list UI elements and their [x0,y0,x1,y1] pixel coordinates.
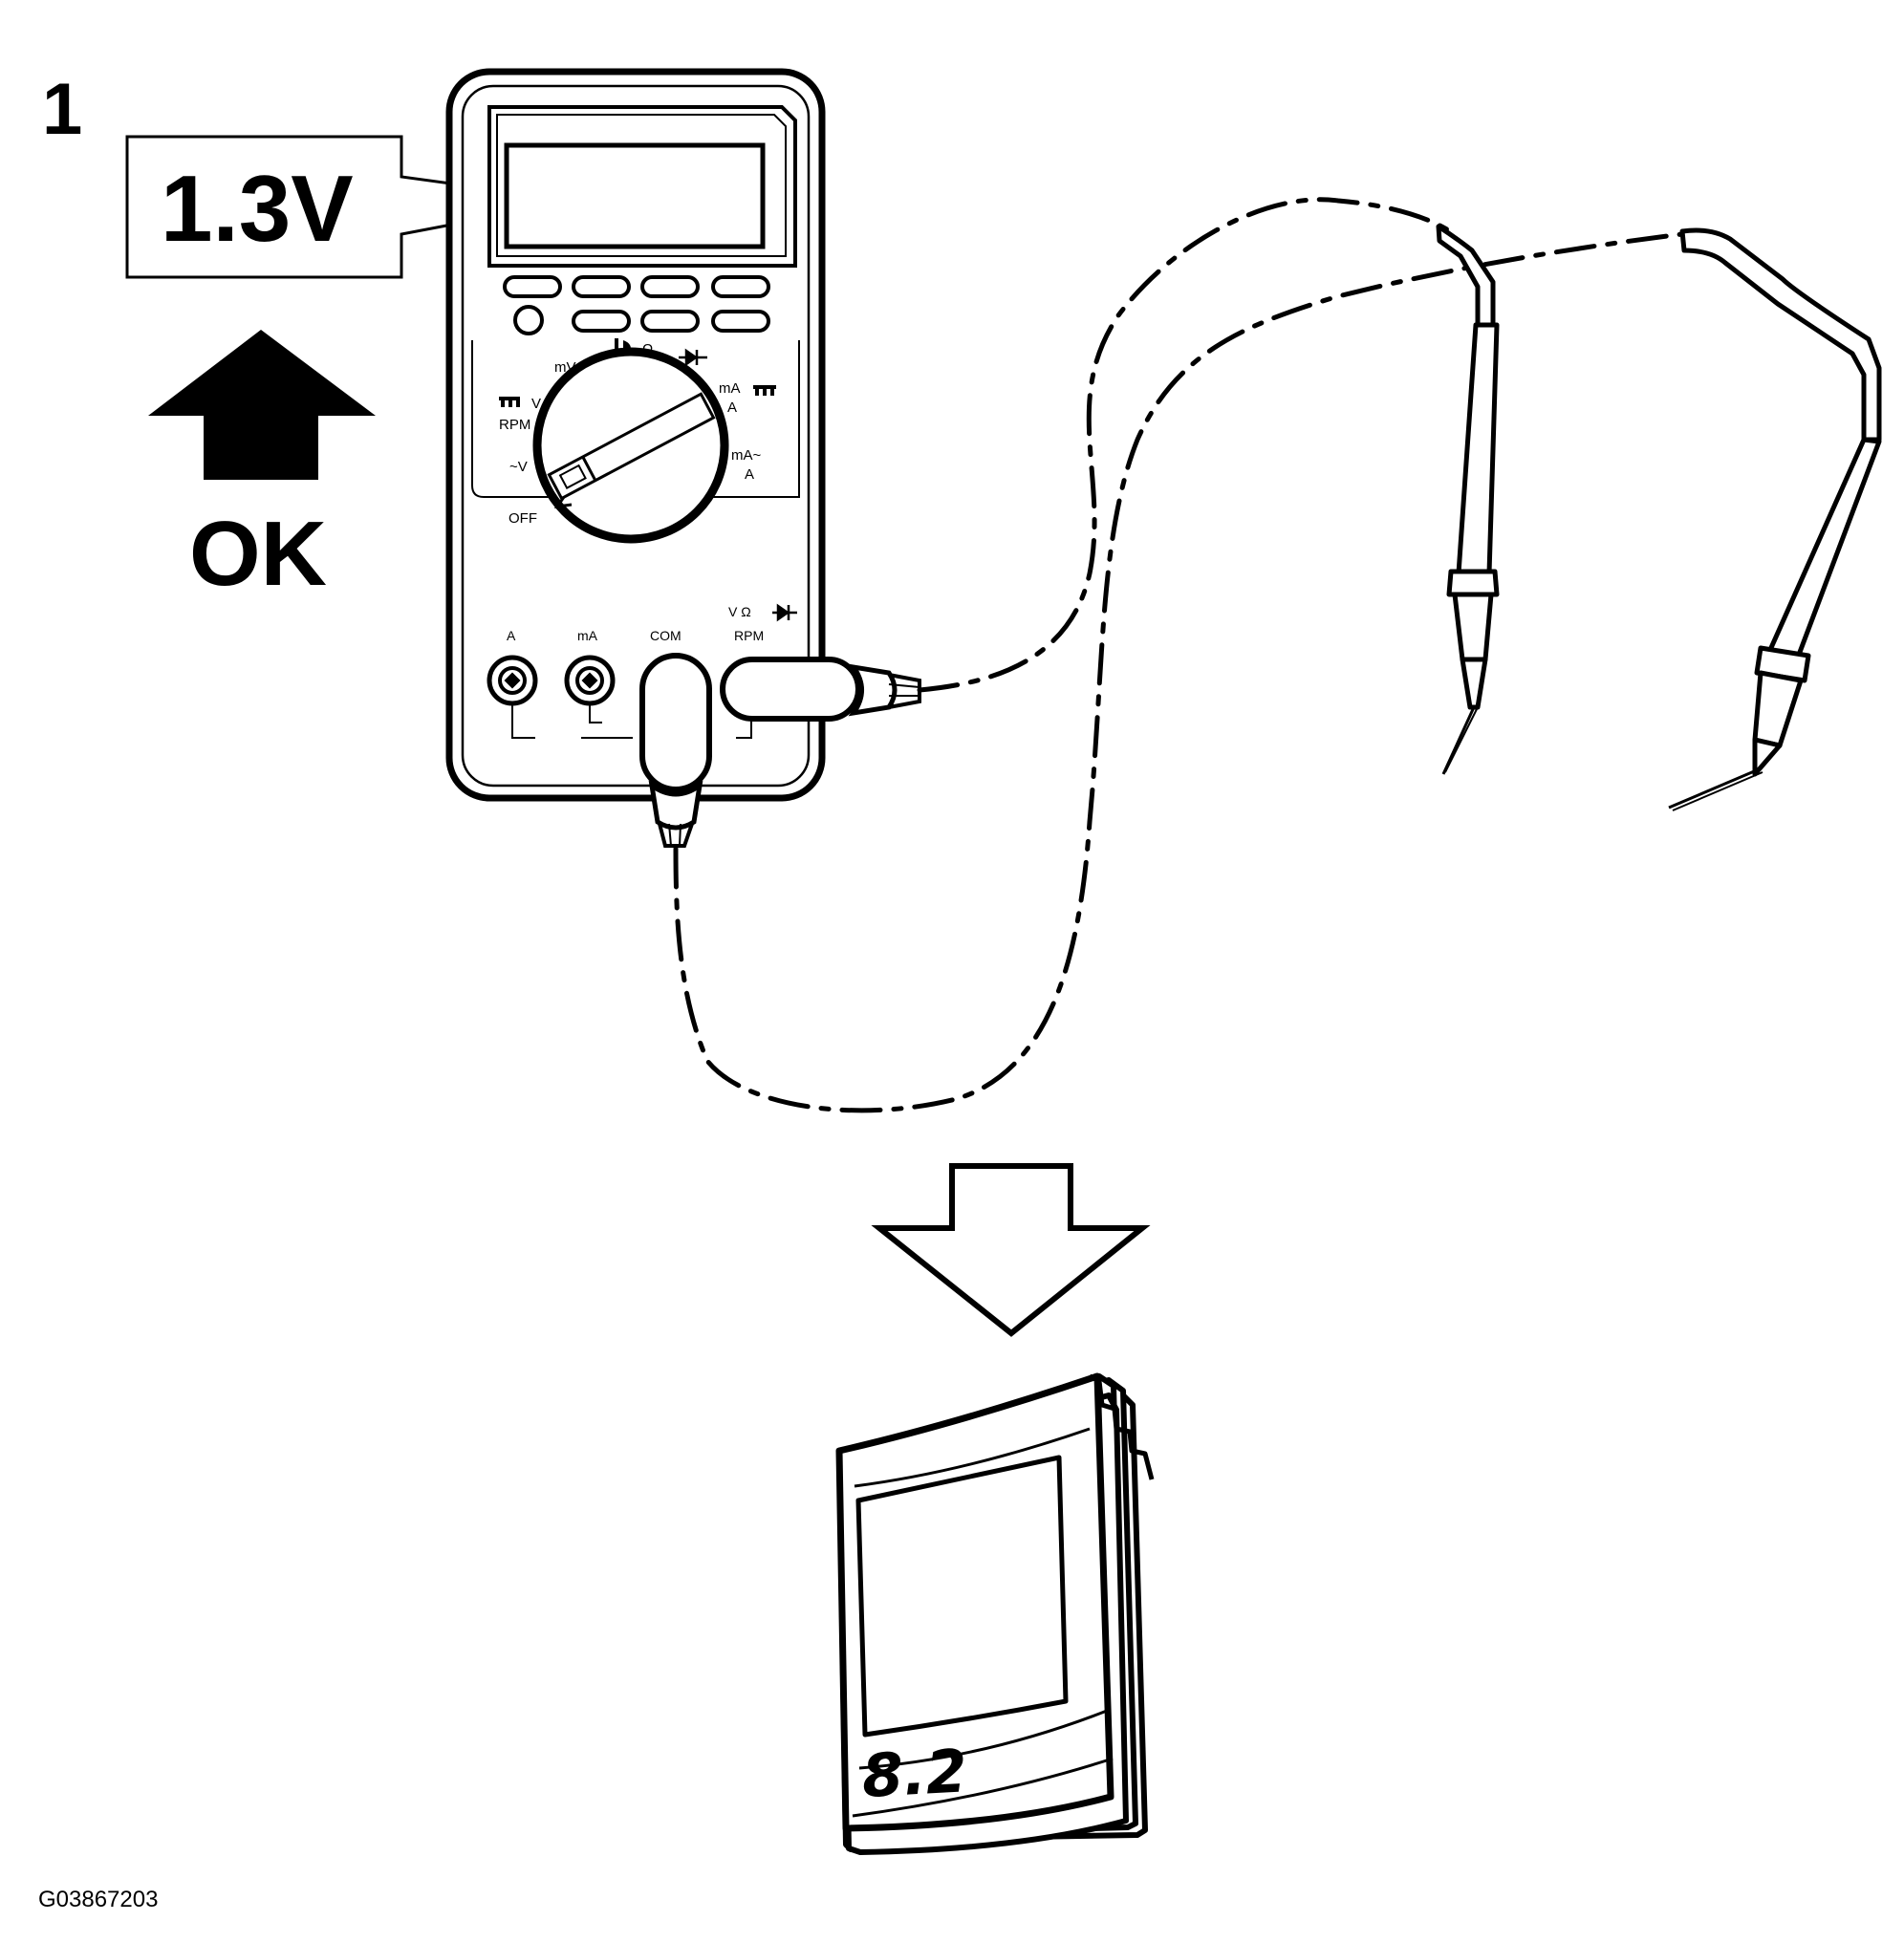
dial-label-rpm: RPM [499,417,530,433]
step-number: 1 [42,69,82,150]
diode-icon [679,348,707,367]
dial-label-off: OFF [508,510,537,527]
dial-label-ma-ac: mA~ [731,447,762,464]
dial-label-mv: mV [554,359,576,376]
jack-label-ma: mA [577,628,598,643]
multimeter: mV Ω V RPM ~V OFF mA A mA~ A [445,68,826,802]
figure-id: G03867203 [38,1887,158,1912]
voltage-reading: 1.3V [161,156,354,261]
jack-diode-icon [772,603,797,622]
test-probe-red [1436,224,1500,775]
service-manual: 8.2 [835,1372,1155,1855]
dial-label-ma: mA [719,380,741,397]
continuity-icon [615,338,631,356]
up-arrow-icon [148,330,376,480]
v-ohm-plug [720,657,921,722]
down-arrow-icon [871,1163,1151,1337]
ok-indicator: OK [148,330,376,605]
com-plug [639,653,712,848]
black-lead-wire [673,231,1685,1113]
dwell-icon-right [753,385,776,396]
dial-label-ohm: Ω [642,341,653,357]
manual-section-label: 8.2 [860,1736,969,1811]
jack-a [487,655,538,706]
test-leads [673,197,1685,1113]
jack-label-rpm: RPM [734,628,764,643]
jack-label-com: COM [650,628,682,643]
function-buttons [503,275,770,335]
input-jacks: A mA COM V Ω RPM [487,603,797,739]
dial-label-a: A [727,399,737,416]
dial-label-v: V [531,396,541,412]
jack-ma [564,655,616,706]
dial-label-ac-v: ~V [509,459,528,475]
lcd-display [504,142,766,249]
dial-labels: mV Ω V RPM ~V OFF mA A mA~ A [499,341,762,527]
rotary-selector [532,347,729,544]
dial-label-a-ac: A [745,466,754,483]
ok-label: OK [189,503,327,605]
reading-callout: 1.3V [125,135,578,279]
dwell-icon-left [499,397,520,407]
red-lead-wire [917,197,1456,693]
test-probe-black [1668,227,1882,811]
jack-label-a: A [507,628,516,643]
jack-label-v-ohm: V Ω [728,604,751,619]
